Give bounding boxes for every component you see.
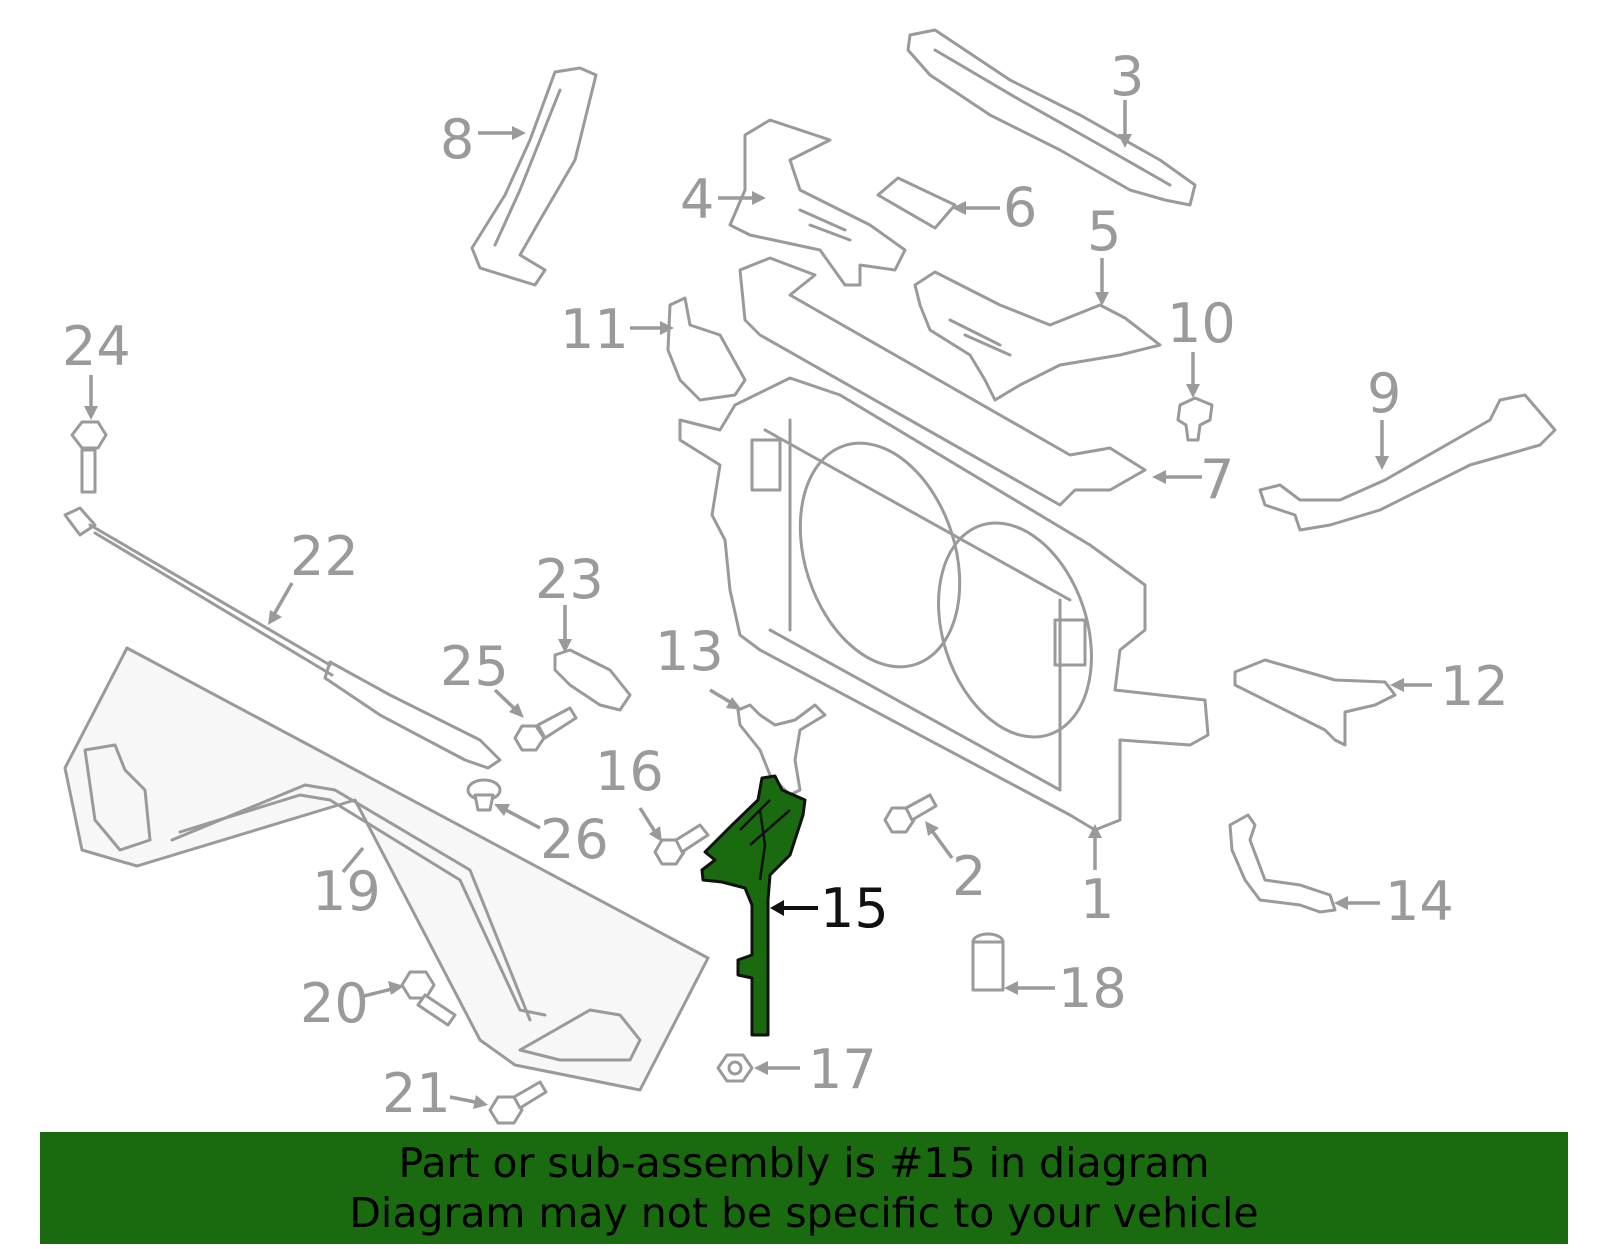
part-12-bracket bbox=[1233, 658, 1397, 747]
label-18: 18 bbox=[1058, 957, 1127, 1020]
label-6: 6 bbox=[1003, 176, 1037, 239]
part-3-upper-rail bbox=[906, 28, 1197, 207]
label-3: 3 bbox=[1110, 45, 1144, 108]
label-1: 1 bbox=[1080, 868, 1114, 931]
part-25-bolt bbox=[513, 706, 578, 752]
part-19-under-cover bbox=[63, 646, 710, 1092]
label-26: 26 bbox=[540, 808, 609, 871]
label-8: 8 bbox=[440, 108, 474, 171]
part-4-bracket bbox=[728, 118, 907, 287]
label-17: 17 bbox=[808, 1038, 877, 1101]
part-2-bolt bbox=[883, 793, 938, 834]
banner-line-2: Diagram may not be specific to your vehi… bbox=[349, 1189, 1259, 1237]
part-22-hood-support-rod bbox=[63, 506, 502, 770]
label-11: 11 bbox=[560, 298, 629, 361]
part-7-cross-member bbox=[738, 256, 1147, 507]
label-25: 25 bbox=[440, 635, 509, 698]
label-14: 14 bbox=[1385, 870, 1454, 933]
part-18-clip bbox=[971, 932, 1005, 992]
label-22: 22 bbox=[290, 525, 359, 588]
label-23: 23 bbox=[535, 548, 604, 611]
label-7: 7 bbox=[1200, 448, 1234, 511]
label-5: 5 bbox=[1087, 200, 1121, 263]
info-banner: Part or sub-assembly is #15 in diagram D… bbox=[40, 1132, 1568, 1244]
part-16-bolt bbox=[653, 823, 710, 866]
parts-diagram: 8 3 4 6 5 10 9 11 7 24 22 23 25 13 12 16… bbox=[62, 28, 1557, 1125]
label-15: 15 bbox=[820, 877, 889, 940]
label-16: 16 bbox=[595, 740, 664, 803]
part-17-nut bbox=[716, 1053, 754, 1083]
label-9: 9 bbox=[1367, 362, 1401, 425]
part-24-bolt bbox=[70, 420, 108, 494]
part-15-support-highlighted[interactable] bbox=[700, 774, 807, 1037]
leader-arrows bbox=[84, 100, 1432, 1109]
part-21-bolt bbox=[488, 1080, 548, 1125]
label-2: 2 bbox=[952, 845, 986, 908]
part-11-bracket bbox=[666, 296, 747, 402]
label-19: 19 bbox=[312, 860, 381, 923]
part-13-bracket bbox=[736, 703, 827, 797]
label-24: 24 bbox=[62, 315, 131, 378]
part-6-plate bbox=[876, 176, 957, 230]
label-4: 4 bbox=[680, 168, 714, 231]
part-26-clip bbox=[466, 778, 502, 812]
label-10: 10 bbox=[1167, 292, 1236, 355]
part-labels: 8 3 4 6 5 10 9 11 7 24 22 23 25 13 12 16… bbox=[62, 45, 1509, 1125]
banner-line-1: Part or sub-assembly is #15 in diagram bbox=[398, 1139, 1210, 1187]
part-20-bolt bbox=[400, 970, 457, 1027]
part-8-bracket bbox=[470, 66, 598, 287]
label-21: 21 bbox=[382, 1062, 451, 1125]
part-5-bracket bbox=[913, 270, 1162, 402]
label-12: 12 bbox=[1440, 655, 1509, 718]
part-1-radiator-support bbox=[678, 376, 1210, 832]
label-20: 20 bbox=[300, 972, 369, 1035]
label-13: 13 bbox=[655, 620, 724, 683]
part-23-clip bbox=[553, 648, 632, 712]
part-14-bracket bbox=[1228, 813, 1337, 914]
part-9-rail bbox=[1258, 393, 1557, 532]
part-10-clip bbox=[1176, 396, 1214, 442]
